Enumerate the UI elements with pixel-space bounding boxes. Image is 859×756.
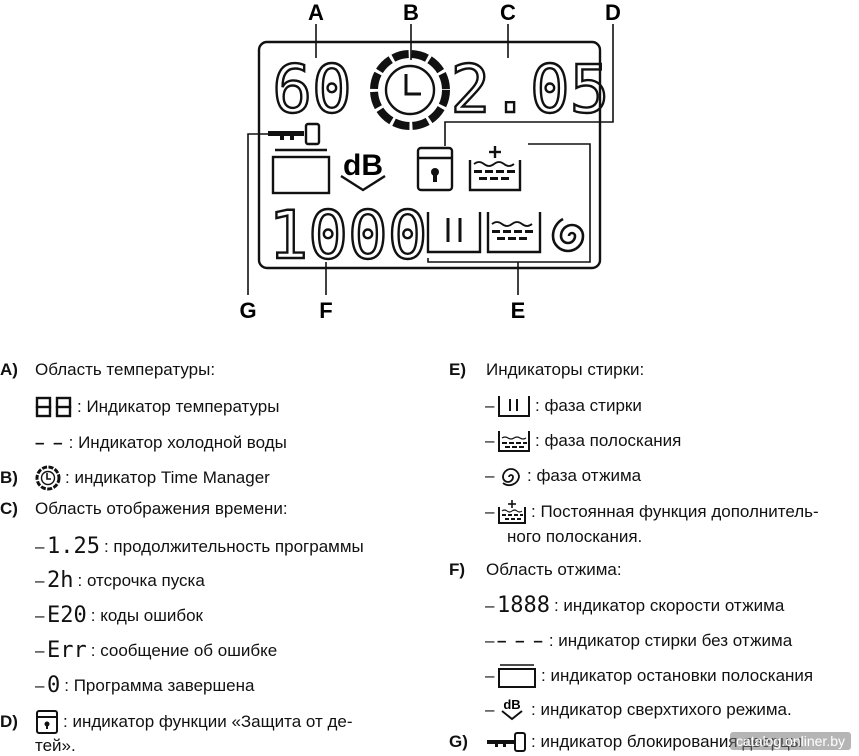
extra-rinse-icon <box>468 146 522 192</box>
legend-item-child-lock: : индикатор функции «Защита от де- <box>35 709 353 735</box>
rinse-phase-small-icon <box>498 431 530 452</box>
legend-text-child-lock: : индикатор функции «Защита от де- <box>63 712 353 731</box>
wash-phase-small-icon <box>498 396 530 417</box>
legend-text-child-lock-cont: тей». <box>35 736 76 755</box>
legend-text-super-quiet: : индикатор сверхтихого режима. <box>531 700 792 719</box>
legend-text-temperature: : Индикатор температуры <box>77 397 280 416</box>
error-err-icon: Err <box>47 638 87 663</box>
legend-item-spin-speed: – 1888 : индикатор скорости отжима <box>485 593 785 618</box>
lcd-panel-diagram: A B C D G F E 60 2.05 dB <box>239 0 621 323</box>
temperature-digits: 60 <box>272 51 351 128</box>
legend-item-wash-phase: – : фаза стирки <box>485 393 642 419</box>
legend-item-extra-rinse: – : Постоянная функция дополнитель- <box>485 499 819 525</box>
door-lock-key-icon <box>268 122 321 146</box>
legend-text-wash-phase: : фаза стирки <box>535 396 642 415</box>
legend-key-d: D) <box>0 712 18 731</box>
no-spin-dashes-icon: – – – <box>497 631 545 650</box>
legend-item-spin-phase: – : фаза отжима <box>485 463 641 489</box>
label-d: D <box>605 0 621 25</box>
legend-text-error-codes: : коды ошибок <box>90 606 203 625</box>
rinse-hold-small-icon <box>498 664 536 688</box>
legend-key-g: G) <box>449 732 468 751</box>
legend-text-extra-rinse: : Постоянная функция дополнитель- <box>531 502 819 521</box>
legend-text-rinse-hold: : индикатор остановки полоскания <box>541 666 814 685</box>
label-g: G <box>239 298 256 323</box>
legend-title-e: Индикаторы стирки: <box>486 360 645 379</box>
label-c: C <box>500 0 516 25</box>
super-quiet-chevron-icon <box>340 174 386 192</box>
time-digits: 2.05 <box>451 51 610 128</box>
legend-title-f: Область отжима: <box>486 560 622 579</box>
legend-item-rinse-phase: – : фаза полоскания <box>485 428 681 454</box>
super-quiet-small-icon: dB <box>501 697 523 721</box>
display-frame <box>257 40 602 270</box>
legend-key-c: C) <box>0 499 18 518</box>
legend-key-f: F) <box>449 560 466 579</box>
legend-title-a: Область температуры: <box>35 360 216 379</box>
rinse-hold-icon <box>271 148 331 195</box>
svg-text:dB: dB <box>503 697 520 712</box>
legend-text-rinse-phase: : фаза полоскания <box>535 431 682 450</box>
legend-text-no-spin: : индикатор стирки без отжима <box>548 631 793 650</box>
legend-text-delay-start: : отсрочка пуска <box>77 571 205 590</box>
wash-phase-icon <box>426 212 482 254</box>
error-e20-icon: E20 <box>47 603 87 628</box>
extra-rinse-small-icon <box>498 500 526 524</box>
label-f: F <box>319 298 332 323</box>
watermark: catalog.onliner.by <box>730 732 851 750</box>
spin-phase-spiral-icon <box>551 217 585 253</box>
label-b: B <box>403 0 419 25</box>
legend-item-error-codes: – E20 : коды ошибок <box>35 603 203 628</box>
legend-key-e: E) <box>449 360 466 379</box>
legend-item-error-message: – Err : сообщение об ошибке <box>35 638 278 663</box>
legend-item-super-quiet: – dB : индикатор сверхтихого режима. <box>485 697 792 723</box>
legend-left: A) Область температуры: : Индикатор темп… <box>0 360 430 756</box>
spin-phase-small-icon <box>502 468 520 486</box>
legend-text-spin-speed: : индикатор скорости отжима <box>553 596 785 615</box>
label-e: E <box>511 298 526 323</box>
legend-key-a: A) <box>0 360 18 379</box>
legend-text-time-manager: : индикатор Time Manager <box>65 468 270 487</box>
duration-125-icon: 1.25 <box>47 534 100 559</box>
finished-0-icon: 0 <box>47 673 61 698</box>
super-quiet-db-label: dB <box>343 149 383 182</box>
legend-item-program-duration: – 1.25 : продолжительность программы <box>35 534 364 559</box>
time-manager-clock-icon <box>370 50 450 130</box>
legend-item-program-finished: – 0 : Программа завершена <box>35 673 255 698</box>
rinse-phase-icon <box>486 212 542 254</box>
spin-digits: 1000 <box>269 197 428 274</box>
door-lock-small-icon <box>487 732 526 752</box>
temperature-88-icon <box>35 396 72 418</box>
legend-item-cold-water: – – : Индикатор холодной воды <box>35 430 287 456</box>
time-manager-small-icon <box>35 465 61 491</box>
legend-item-no-spin: – – – – : индикатор стирки без отжима <box>485 631 793 650</box>
delay-2h-icon: 2h <box>47 568 74 593</box>
legend-item-time-manager: : индикатор Time Manager <box>35 465 270 491</box>
legend-right: E) Индикаторы стирки: – : фаза стирки – … <box>449 360 859 756</box>
legend-text-spin-phase: : фаза отжима <box>527 466 642 485</box>
legend-text-program-duration: : продолжительность программы <box>103 537 364 556</box>
legend-title-c: Область отображения времени: <box>35 499 288 518</box>
legend-key-b: B) <box>0 468 18 487</box>
legend-item-delay-start: – 2h : отсрочка пуска <box>35 568 205 593</box>
legend-item-temperature: : Индикатор температуры <box>35 394 279 420</box>
child-lock-icon <box>416 146 454 192</box>
legend-text-error-message: : сообщение об ошибке <box>90 641 278 660</box>
legend-text-program-finished: : Программа завершена <box>64 676 255 695</box>
spin-speed-1888-icon: 1888 <box>497 593 550 618</box>
legend-item-rinse-hold: – : индикатор остановки полоскания <box>485 663 813 689</box>
child-lock-small-icon <box>36 710 58 734</box>
label-a: A <box>308 0 324 25</box>
legend-text-extra-rinse-cont: ного полоскания. <box>507 527 643 546</box>
cold-water-dashes-icon: – – <box>35 433 65 452</box>
legend-text-cold-water: : Индикатор холодной воды <box>68 433 287 452</box>
